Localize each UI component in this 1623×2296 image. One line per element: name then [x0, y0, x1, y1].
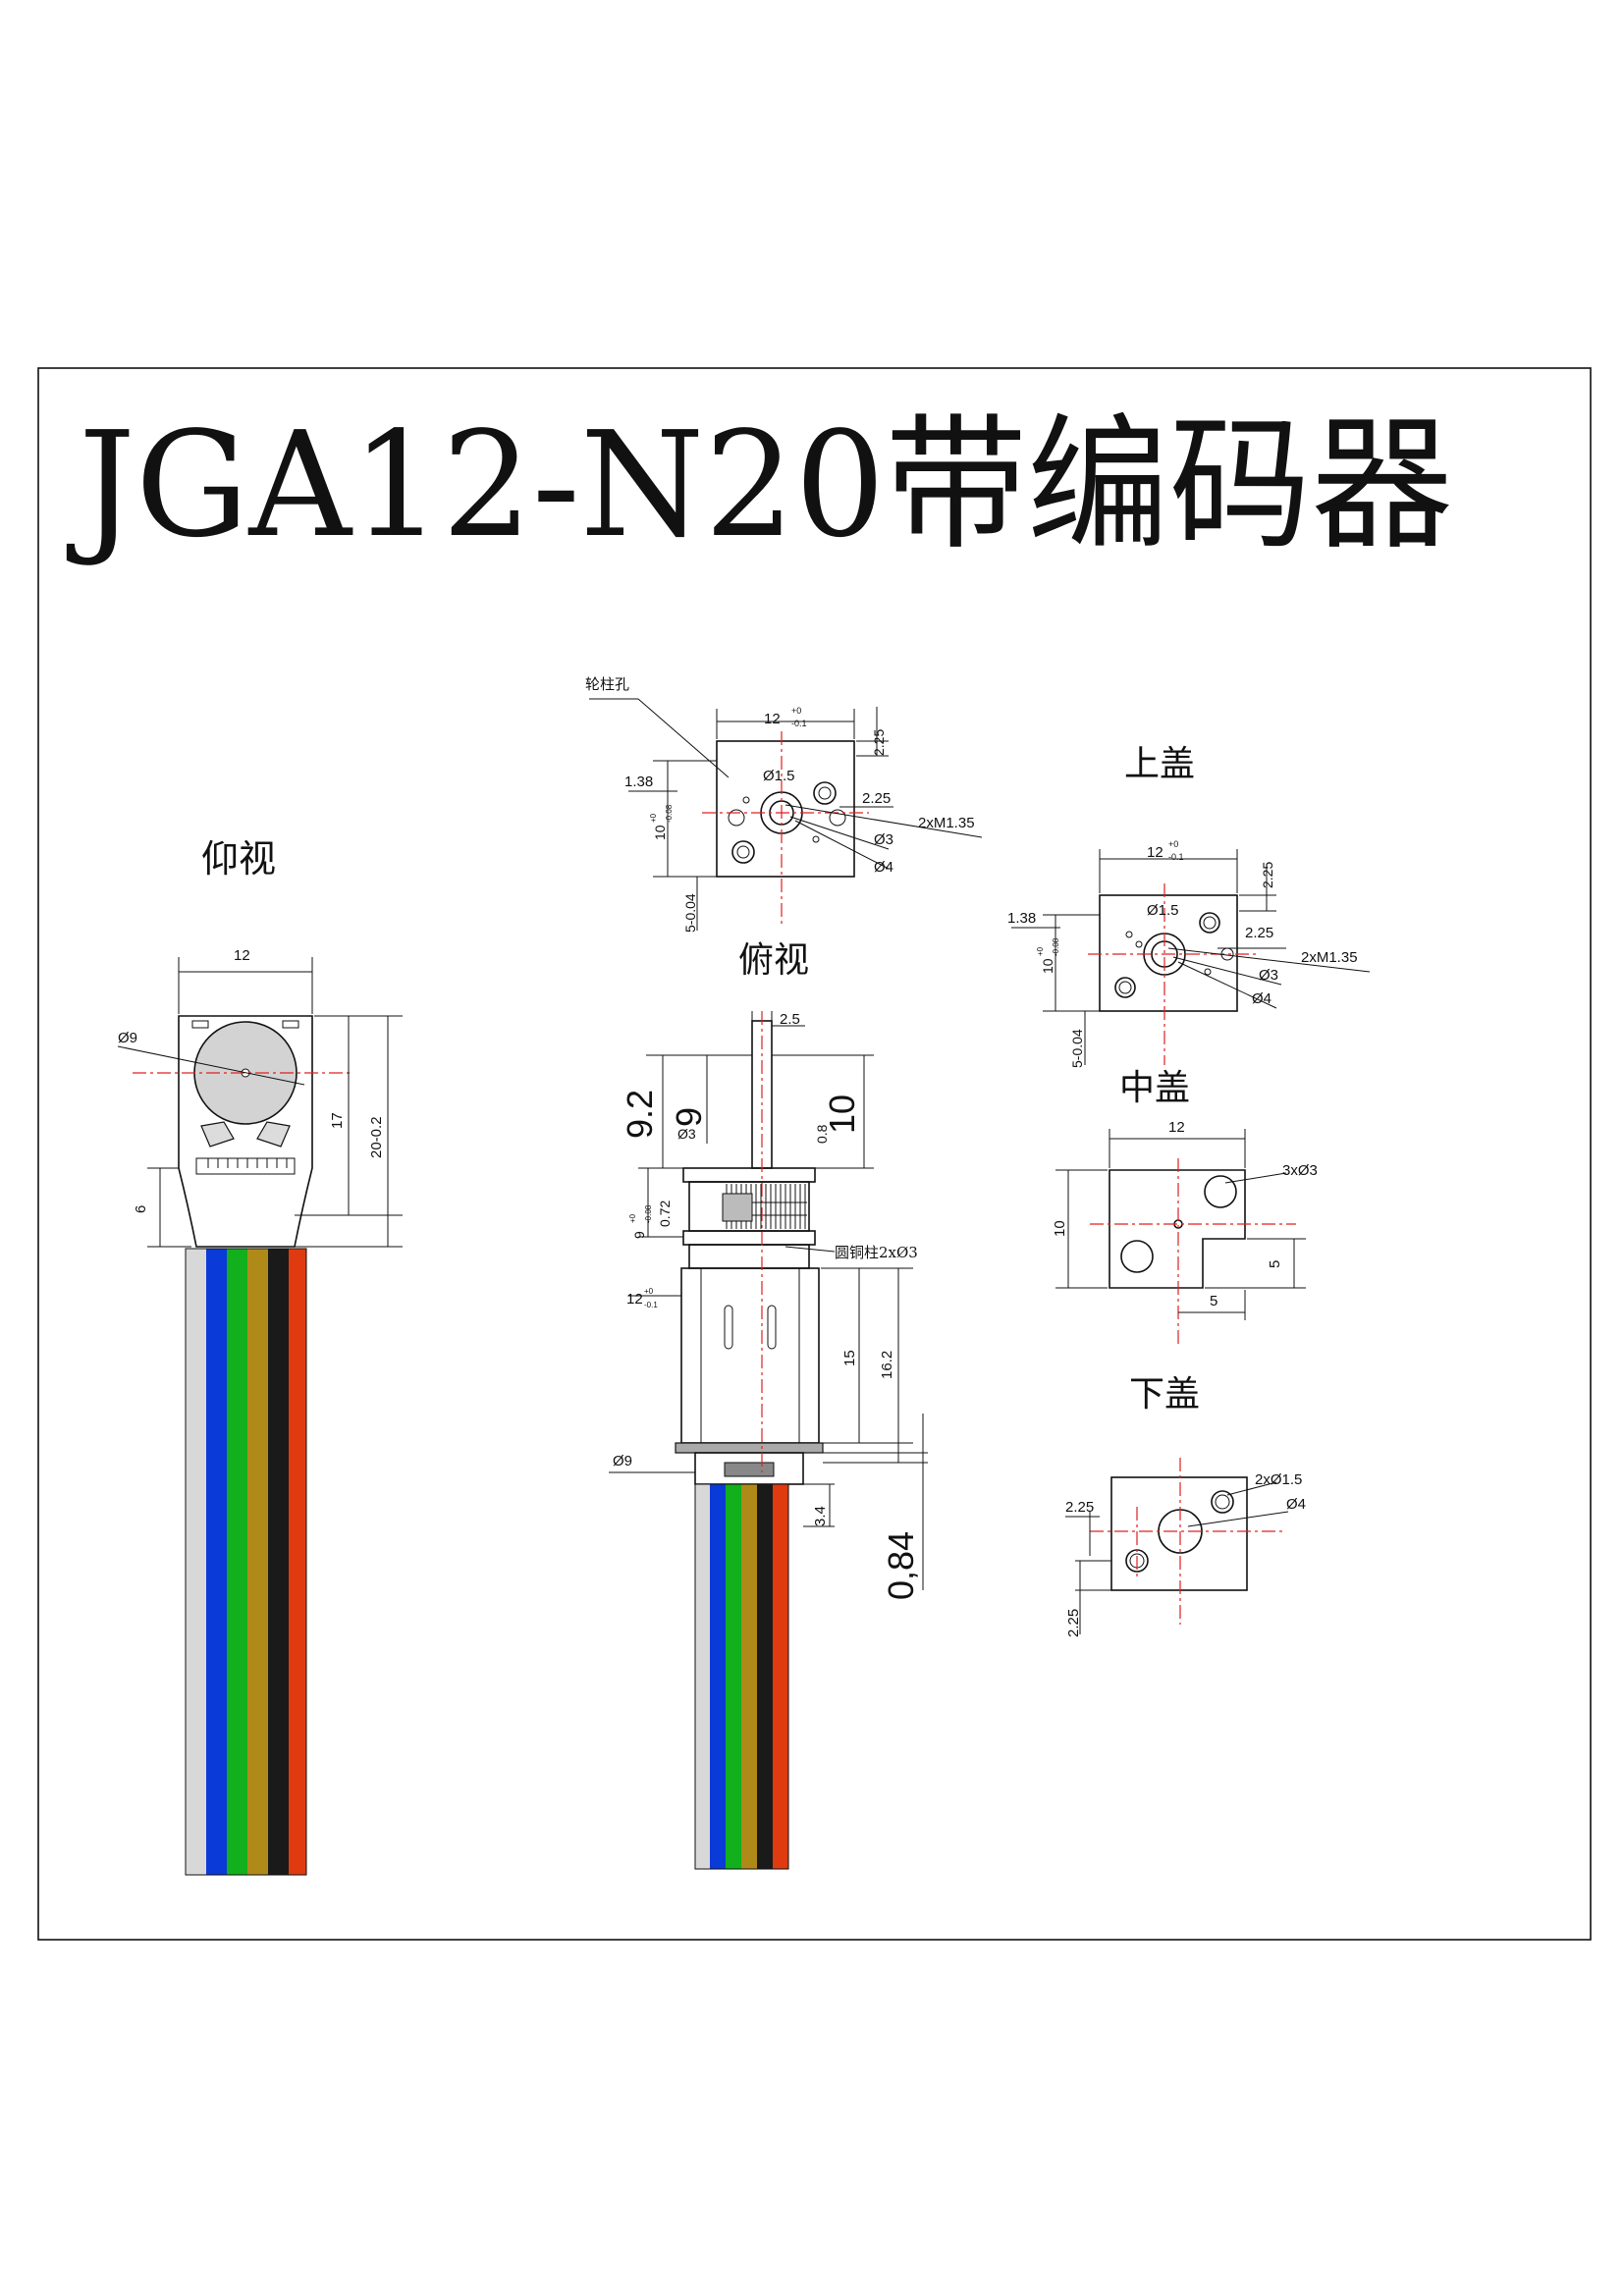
top-view-label: 俯视: [738, 940, 809, 981]
wire-green: [227, 1249, 247, 1875]
svg-text:5: 5: [1210, 1293, 1217, 1309]
svg-text:12: 12: [626, 1291, 643, 1308]
svg-text:16.2: 16.2: [879, 1351, 895, 1379]
hall-sensor-left: [200, 1121, 235, 1148]
svg-text:Ø9: Ø9: [613, 1453, 632, 1469]
svg-text:2.5: 2.5: [780, 1011, 800, 1028]
svg-text:-0.08: -0.08: [1052, 937, 1060, 956]
svg-text:-0.1: -0.1: [644, 1301, 658, 1309]
sheet-border: [37, 367, 1592, 1941]
svg-text:1.38: 1.38: [624, 774, 653, 790]
middle-cover-label: 中盖: [1119, 1068, 1190, 1108]
svg-text:10: 10: [652, 825, 668, 840]
svg-text:+0: +0: [649, 813, 658, 823]
svg-text:3.4: 3.4: [812, 1506, 829, 1526]
upper-cover-label: 上盖: [1124, 744, 1195, 784]
svg-text:2.25: 2.25: [1245, 925, 1273, 941]
svg-text:2xM1.35: 2xM1.35: [1301, 949, 1358, 966]
svg-text:Ø4: Ø4: [1252, 990, 1271, 1007]
bottom-h17-dim: 17: [329, 1112, 346, 1129]
svg-text:12: 12: [1147, 844, 1163, 861]
svg-text:2.25: 2.25: [1065, 1609, 1082, 1637]
svg-text:9: 9: [631, 1231, 647, 1239]
svg-text:9.2: 9.2: [620, 1090, 660, 1139]
bottom-conn-dim: 6: [133, 1205, 149, 1213]
motor-can: [680, 1267, 820, 1444]
svg-text:2xØ1.5: 2xØ1.5: [1255, 1471, 1302, 1488]
bottom-connector: [195, 1157, 296, 1175]
wheel-pillar-hole-callout: 轮柱孔: [585, 675, 629, 693]
bottom-disc-dim: Ø9: [118, 1030, 137, 1046]
svg-text:2.25: 2.25: [1260, 862, 1275, 888]
bottom-view: 仰视 12 Ø9 17 2: [117, 837, 403, 1876]
svg-text:+0: +0: [1036, 946, 1045, 956]
upper-cover-body: [1099, 894, 1238, 1012]
front-view: 2.5 9.2 9 10 Ø3 0.8 9 +0 -0.08 0.72 圆铜柱2…: [609, 1011, 928, 1870]
lower-cover-label: 下盖: [1129, 1374, 1200, 1415]
wire-blue: [206, 1249, 227, 1875]
svg-text:+0: +0: [644, 1287, 654, 1296]
svg-text:3xØ3: 3xØ3: [1282, 1162, 1318, 1179]
bottom-width-dim: 12: [234, 947, 250, 964]
svg-text:-0.08: -0.08: [644, 1204, 653, 1223]
svg-text:10: 10: [822, 1095, 862, 1134]
svg-text:5: 5: [1267, 1260, 1283, 1268]
gearbox-top-plate: [682, 1167, 816, 1183]
svg-text:Ø4: Ø4: [874, 859, 893, 876]
svg-text:-0.1: -0.1: [791, 719, 807, 728]
middle-cover-view: 中盖 12 3xØ3 10 5 5: [1052, 1068, 1318, 1345]
svg-text:12: 12: [1168, 1119, 1185, 1136]
svg-text:+0: +0: [1168, 839, 1178, 849]
svg-text:5-0.04: 5-0.04: [682, 893, 698, 933]
svg-text:0,84: 0,84: [881, 1531, 921, 1600]
svg-text:Ø3: Ø3: [677, 1126, 696, 1142]
svg-text:+0: +0: [628, 1213, 637, 1223]
top-width-dim: 12: [764, 711, 781, 727]
encoder-board: [675, 1442, 824, 1454]
hall-sensor-right: [256, 1121, 291, 1148]
upper-cover-view: 上盖 12 +0 -0.1 2.25 1.38 Ø1.5 2.25 2xM1.3…: [1007, 744, 1371, 1068]
svg-text:10: 10: [1052, 1220, 1068, 1237]
middle-cover-body: [1109, 1169, 1246, 1289]
svg-text:+0: +0: [791, 706, 801, 716]
bottom-h20-dim: 20-0.2: [368, 1116, 385, 1158]
svg-text:2xM1.35: 2xM1.35: [918, 815, 975, 831]
svg-text:2.25: 2.25: [1065, 1499, 1094, 1516]
wire-red: [289, 1249, 306, 1875]
svg-text:5-0.04: 5-0.04: [1069, 1029, 1085, 1068]
svg-text:0.8: 0.8: [814, 1124, 830, 1144]
svg-text:Ø4: Ø4: [1286, 1496, 1306, 1513]
svg-text:Ø3: Ø3: [1259, 967, 1278, 984]
bottom-view-label: 仰视: [201, 837, 276, 881]
svg-text:Ø1.5: Ø1.5: [763, 768, 795, 784]
copper-pillar-callout: 圆铜柱2xØ3: [835, 1244, 918, 1261]
lower-cover-view: 下盖 2xØ1.5 Ø4 2.25 2.25: [1065, 1374, 1306, 1637]
lower-cover-body: [1110, 1476, 1248, 1591]
svg-text:0.72: 0.72: [657, 1201, 673, 1227]
wire-white: [186, 1249, 206, 1875]
wire-yellow: [247, 1249, 268, 1875]
svg-text:-0.08: -0.08: [665, 804, 674, 823]
svg-text:Ø1.5: Ø1.5: [1147, 902, 1179, 919]
svg-text:15: 15: [841, 1350, 858, 1366]
svg-text:10: 10: [1040, 958, 1055, 974]
svg-text:2.25: 2.25: [871, 729, 887, 756]
top-view: 轮柱孔 12 +0 -0.1 2.25 Ø1.5 1.38 2.25 2xM1.…: [585, 675, 983, 981]
svg-text:-0.1: -0.1: [1168, 852, 1184, 862]
top-view-body: [716, 740, 855, 878]
svg-text:9: 9: [669, 1107, 709, 1127]
wire-black: [268, 1249, 289, 1875]
drawing-title: JGA12-N20带编码器: [66, 400, 1453, 569]
svg-text:2.25: 2.25: [862, 790, 891, 807]
svg-text:Ø3: Ø3: [874, 831, 893, 848]
svg-text:1.38: 1.38: [1007, 910, 1036, 927]
